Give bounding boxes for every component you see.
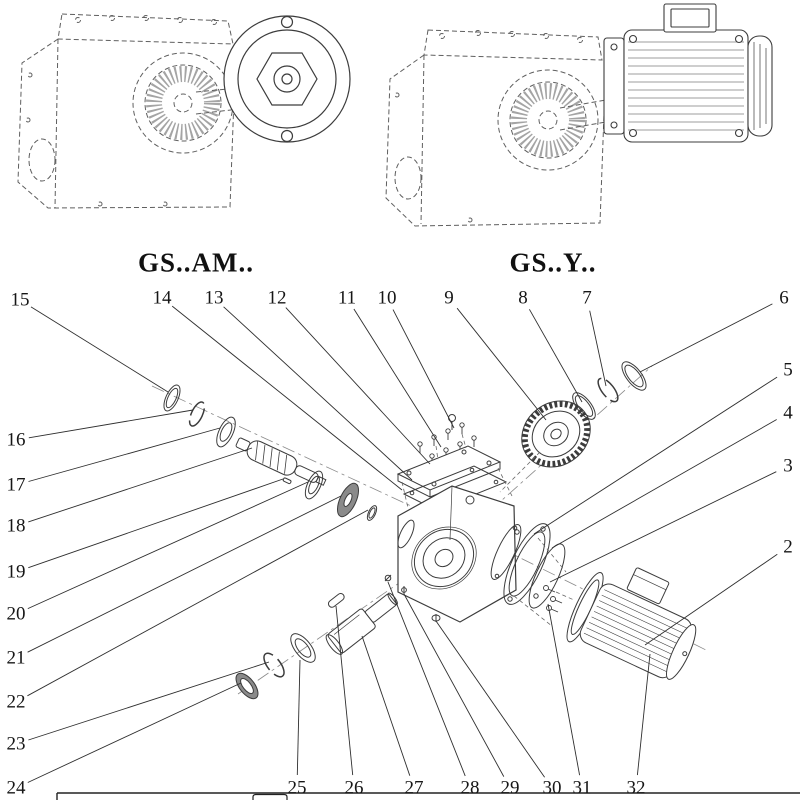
callout-number-32: 32 [626,777,646,799]
callout-number-8: 8 [518,287,528,309]
figure-gs-y-housing [385,29,607,227]
callout-number-10: 10 [377,287,397,309]
callout-number-6: 6 [779,287,789,309]
callout-number-28: 28 [460,777,480,799]
callout-number-20: 20 [6,603,26,625]
callout-number-19: 19 [6,561,26,583]
part-seal-ring-15 [163,384,181,412]
callout-number-21: 21 [6,647,26,669]
part-plug-28 [384,574,392,582]
part-flange-gasket-4 [528,543,566,609]
callout-number-14: 14 [152,287,172,309]
callout-number-23: 23 [6,733,26,755]
part-bearing-25 [290,633,316,663]
part-motor-2 [566,567,697,680]
callout-number-16: 16 [6,429,26,451]
figure-gs-am-flange [223,15,351,143]
part-circlip-7 [597,377,619,403]
callout-number-24: 24 [6,777,26,799]
callout-number-17: 17 [6,474,26,496]
callout-number-15: 15 [10,289,30,311]
part-retaining-ring-16 [188,401,206,427]
part-seal-ring-6 [621,361,647,391]
callout-number-27: 27 [404,777,424,799]
part-pin-19 [282,477,292,485]
part-breather-plug-10 [448,414,456,430]
figure-gs-y-motor [603,3,773,143]
figure-gs-am-housing [17,13,249,209]
figure-title-gs-am: GS..AM.. [138,247,254,278]
part-housing-body [397,485,522,623]
exploded-view [151,361,707,700]
assembly-dashes-gear [499,451,541,493]
callout-number-29: 29 [500,777,520,799]
part-cover-plate-12 [396,445,502,498]
part-key-26 [327,593,345,608]
figure-title-gs-y: GS..Y.. [509,247,597,278]
callout-number-31: 31 [572,777,592,799]
part-output-shaft-27 [325,592,398,655]
part-spacer-22 [366,505,378,521]
callout-number-5: 5 [783,359,793,381]
callout-number-2: 2 [783,536,793,558]
callout-number-4: 4 [783,402,793,424]
callout-number-22: 22 [6,691,26,713]
callout-number-30: 30 [542,777,562,799]
callout-number-11: 11 [337,287,357,309]
part-plug-30 [431,614,441,622]
callout-number-12: 12 [267,287,287,309]
part-bearing-17 [216,416,236,448]
sheet-border [56,792,800,800]
callout-number-18: 18 [6,515,26,537]
part-worm-shaft-18 [235,437,327,486]
part-worm-wheel-21 [336,482,360,518]
assembly-dashes-cover [401,433,513,509]
callout-number-3: 3 [783,455,793,477]
callout-number-25: 25 [287,777,307,799]
callout-number-26: 26 [344,777,364,799]
callout-number-13: 13 [204,287,224,309]
part-oil-seal-24 [235,672,259,700]
callout-number-7: 7 [582,287,592,309]
callout-number-9: 9 [444,287,454,309]
